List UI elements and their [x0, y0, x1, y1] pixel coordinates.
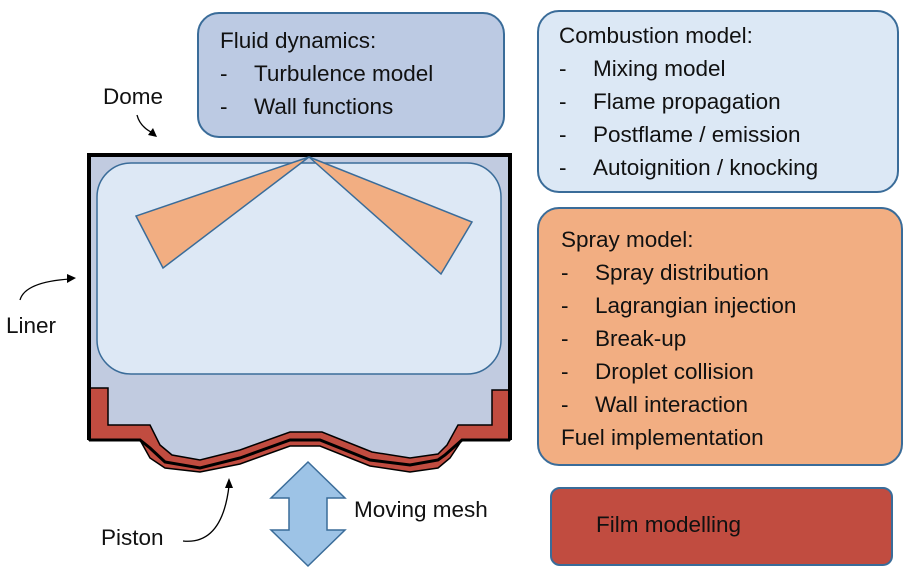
list-item: -Autoignition / knocking — [559, 155, 819, 180]
spray-cone-right — [308, 156, 474, 276]
list-item: -Break-up — [561, 326, 687, 351]
list-item: -Wall functions — [220, 94, 394, 119]
list-item: -Turbulence model — [220, 61, 434, 86]
spray-cone-left — [134, 156, 310, 270]
dome-arrowhead — [148, 128, 157, 137]
list-item: -Mixing model — [559, 56, 726, 81]
spray-model-box: Spray model: -Spray distribution -Lagran… — [537, 207, 903, 466]
combustion-model-box: Combustion model: -Mixing model -Flame p… — [537, 10, 899, 193]
list-item: -Flame propagation — [559, 89, 781, 114]
list-item: -Spray distribution — [561, 260, 769, 285]
moving-mesh-label: Moving mesh — [354, 497, 488, 522]
piston-crown-line — [89, 438, 510, 470]
dome-label: Dome — [103, 84, 164, 109]
combustion-model-list: -Mixing model -Flame propagation -Postfl… — [559, 52, 897, 184]
fluid-dynamics-title: Fluid dynamics: — [220, 28, 377, 53]
dome-callout-arrow — [136, 114, 154, 134]
list-item: -Postflame / emission — [559, 122, 801, 147]
spray-model-list: -Spray distribution -Lagrangian injectio… — [561, 256, 901, 421]
fuel-implementation-label: Fuel implementation — [561, 425, 764, 450]
fluid-dynamics-list: -Turbulence model -Wall functions — [220, 57, 503, 123]
cylinder-outline — [87, 153, 512, 440]
film-modelling-title: Film modelling — [596, 512, 742, 537]
fluid-dynamics-box: Fluid dynamics: -Turbulence model -Wall … — [197, 12, 505, 138]
piston-callout-arrow — [182, 485, 230, 542]
moving-mesh-arrow — [269, 460, 347, 568]
list-item: -Lagrangian injection — [561, 293, 797, 318]
combustion-model-title: Combustion model: — [559, 23, 753, 48]
piston-arrowhead — [225, 478, 233, 488]
list-item: -Droplet collision — [561, 359, 754, 384]
film-modelling-box: Film modelling — [550, 487, 893, 566]
list-item: -Wall interaction — [561, 392, 748, 417]
liner-arrowhead — [67, 274, 76, 283]
piston-ring — [88, 387, 511, 473]
liner-callout-arrow — [19, 278, 71, 301]
piston-label: Piston — [101, 525, 164, 550]
liner-label: Liner — [6, 313, 57, 338]
spray-model-title: Spray model: — [561, 227, 694, 252]
